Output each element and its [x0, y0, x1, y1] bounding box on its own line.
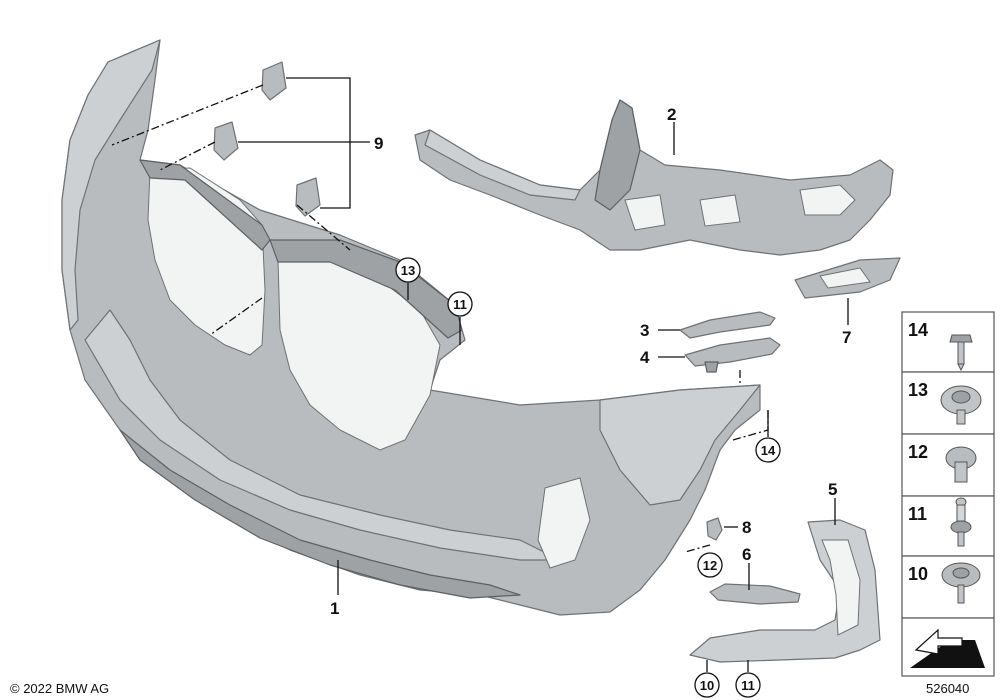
- front-bumper-part-1: [61, 39, 761, 616]
- callout-10-circle: 10: [694, 672, 720, 698]
- svg-text:11: 11: [453, 297, 467, 312]
- strip-part-6: [709, 583, 801, 605]
- orientation-arrow-icon: [910, 628, 985, 668]
- svg-text:11: 11: [908, 504, 927, 524]
- clip-part-9-middle: [213, 121, 239, 161]
- callout-6: 6: [742, 545, 751, 564]
- legend-row-arrow: [901, 617, 995, 677]
- svg-text:14: 14: [908, 320, 928, 340]
- callout-1: 1: [330, 599, 339, 618]
- callout-2: 2: [667, 105, 676, 124]
- washer-nut-icon: [940, 385, 982, 425]
- bumper-carrier-part-2: [414, 99, 894, 256]
- svg-text:13: 13: [908, 380, 928, 400]
- callout-7: 7: [842, 328, 851, 347]
- legend-row-13: 13: [901, 371, 995, 435]
- callout-4: 4: [640, 348, 650, 367]
- callout-9: 9: [374, 134, 383, 153]
- callout-8: 8: [742, 518, 751, 537]
- bracket-part-3: [679, 311, 776, 339]
- screw-icon: [949, 334, 973, 372]
- cover-part-7: [794, 257, 901, 299]
- svg-text:13: 13: [401, 263, 415, 278]
- clip-part-9-top: [261, 61, 287, 101]
- clip-part-9-bottom: [295, 177, 321, 217]
- callout-3: 3: [640, 321, 649, 340]
- legend-row-10: 10: [901, 555, 995, 619]
- legend-row-12: 12: [901, 433, 995, 497]
- diagram-number: 526040: [926, 681, 969, 696]
- svg-text:10: 10: [908, 564, 928, 584]
- svg-text:11: 11: [741, 678, 755, 693]
- clip-part-8: [706, 517, 723, 541]
- callout-12-circle: 12: [697, 552, 723, 578]
- callout-14-circle: 14: [755, 437, 781, 463]
- copyright-text: © 2022 BMW AG: [10, 681, 109, 696]
- svg-text:10: 10: [700, 678, 714, 693]
- legend-row-14: 14: [901, 311, 995, 373]
- fastener-legend: 14 13 12: [901, 311, 995, 677]
- bolt-icon: [950, 497, 972, 547]
- legend-row-11: 11: [901, 495, 995, 557]
- leader-lines: [111, 77, 849, 672]
- callout-11-circle: 11: [447, 291, 473, 317]
- washer-screw-icon: [941, 562, 981, 604]
- nut-icon: [945, 446, 977, 483]
- svg-text:12: 12: [703, 558, 717, 573]
- trim-frame-part-5: [689, 519, 881, 663]
- callout-5: 5: [828, 480, 837, 499]
- svg-text:14: 14: [761, 443, 776, 458]
- callout-11b-circle: 11: [735, 672, 761, 698]
- callout-13-circle: 13: [395, 257, 421, 283]
- bracket-part-4: [684, 337, 781, 373]
- svg-text:12: 12: [908, 442, 928, 462]
